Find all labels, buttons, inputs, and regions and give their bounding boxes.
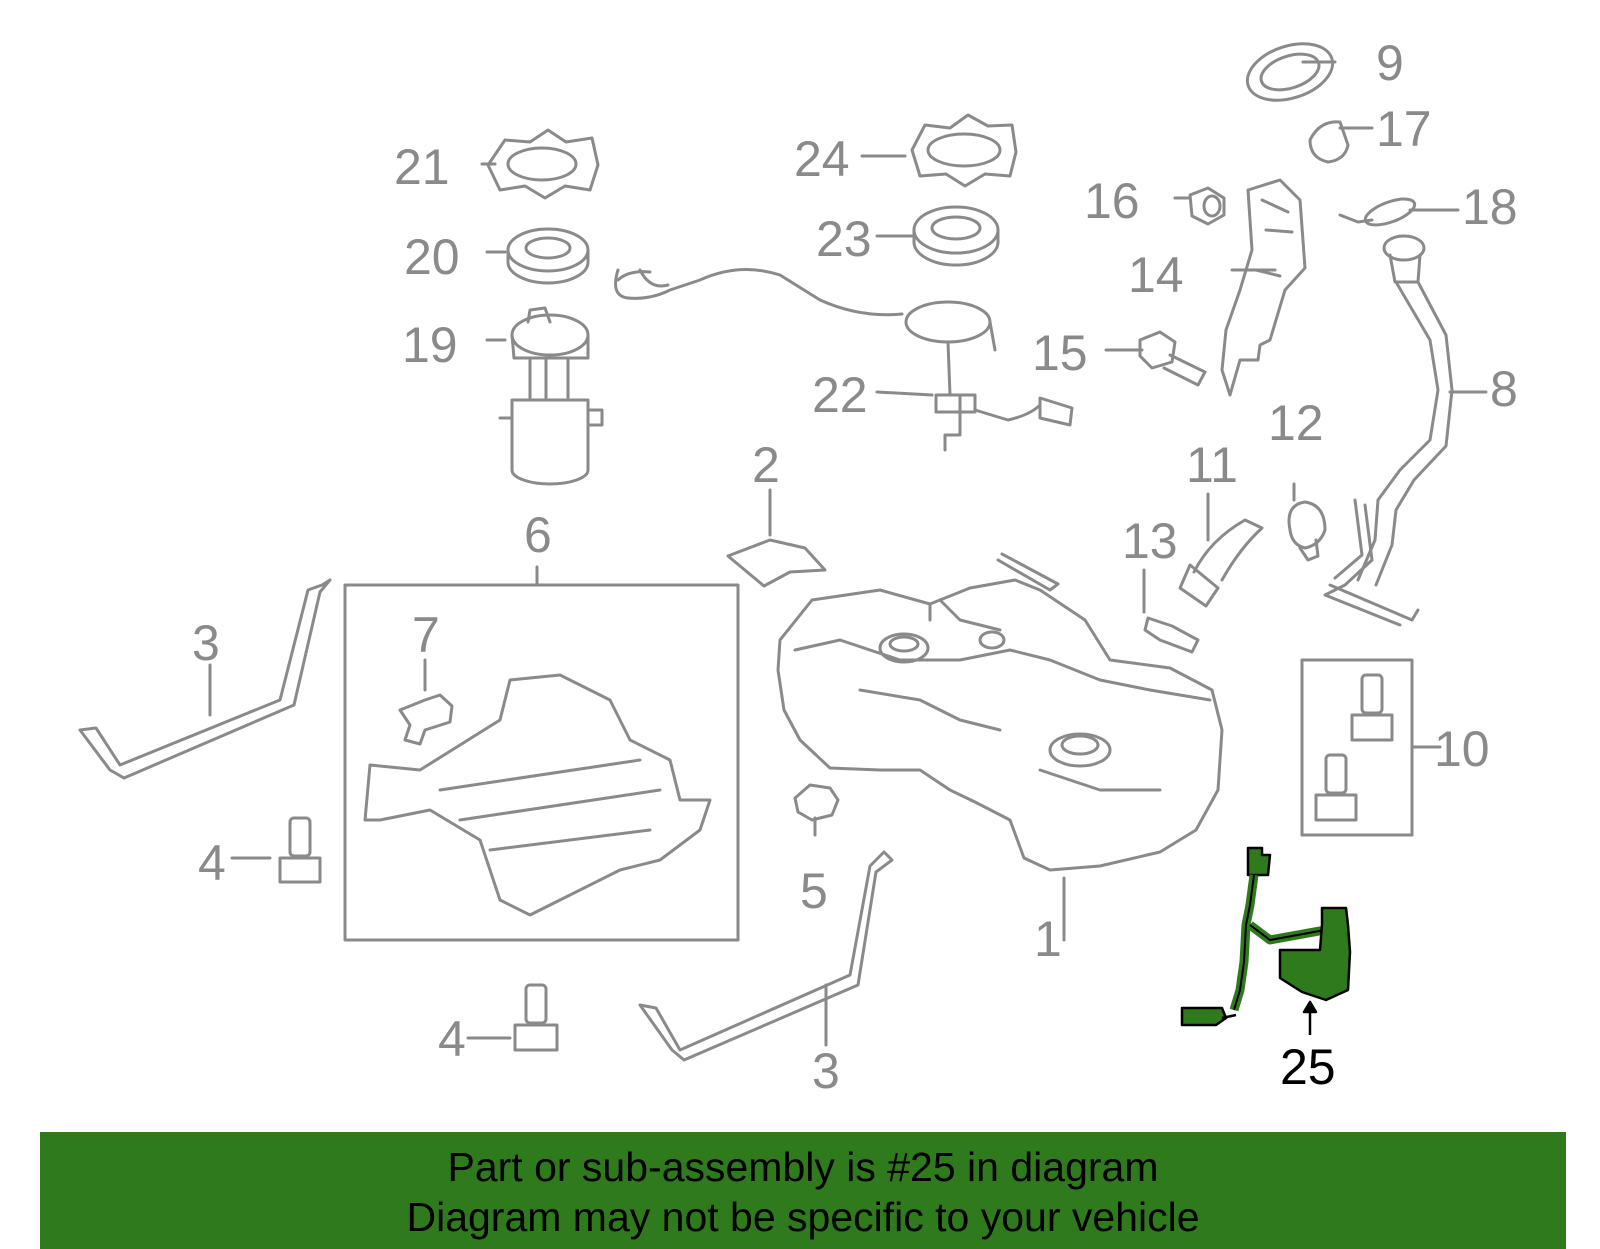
part-24-lock-ring <box>910 113 1018 188</box>
part-1-fuel-tank <box>776 552 1224 872</box>
part-3-strap-right <box>638 850 894 1062</box>
part-4-bolt-lower <box>513 983 559 1052</box>
label-part-1: 1 <box>1034 911 1062 967</box>
part-2-plate <box>726 538 827 588</box>
label-part-5: 5 <box>800 863 828 919</box>
part-13-clip <box>1143 616 1200 654</box>
part-6-skid-plate <box>343 583 740 942</box>
label-part-16: 16 <box>1084 173 1140 229</box>
leader-lines <box>208 60 1488 1047</box>
part-14-heat-shield <box>1220 178 1307 397</box>
label-part-22: 22 <box>812 367 868 423</box>
part-16-plug <box>1188 186 1226 226</box>
part-22-sender-unit <box>614 268 1074 452</box>
part-17-cap <box>1308 120 1350 164</box>
label-part-15: 15 <box>1032 325 1088 381</box>
part-12-clip <box>1287 500 1327 562</box>
label-part-3-right: 3 <box>812 1043 840 1099</box>
label-part-3-left: 3 <box>192 615 220 671</box>
label-part-17: 17 <box>1376 101 1432 157</box>
label-part-4-upper: 4 <box>198 835 226 891</box>
part-11-hose <box>1178 518 1264 608</box>
label-part-2: 2 <box>752 437 780 493</box>
part-labels: 1 2 3 3 4 4 5 6 7 8 9 10 11 12 13 14 15 … <box>192 35 1518 1099</box>
part-5-grommet <box>793 783 840 822</box>
part-19-fuel-pump <box>498 306 604 486</box>
label-part-20: 20 <box>404 229 460 285</box>
part-25-highlighted <box>1180 846 1352 1035</box>
part-8-filler-pipe <box>1323 234 1454 627</box>
part-6-box <box>343 583 740 942</box>
label-part-6: 6 <box>524 507 552 563</box>
part-20-seal <box>506 227 590 285</box>
label-part-4-lower: 4 <box>438 1011 466 1067</box>
label-part-7: 7 <box>412 607 440 663</box>
part-15-bolt <box>1138 330 1207 387</box>
label-part-14: 14 <box>1128 247 1184 303</box>
label-part-10: 10 <box>1434 721 1490 777</box>
part-23-seal <box>912 205 1000 267</box>
label-part-21: 21 <box>394 139 450 195</box>
banner-line-2: Diagram may not be specific to your vehi… <box>406 1194 1200 1240</box>
label-part-8: 8 <box>1490 361 1518 417</box>
part-18-clamp <box>1338 197 1417 227</box>
part-4-bolt-upper <box>278 816 322 884</box>
label-part-13: 13 <box>1122 513 1178 569</box>
part-7-bracket <box>398 693 454 746</box>
part-10-bolt-kit <box>1300 658 1414 837</box>
label-part-19: 19 <box>402 317 458 373</box>
part-21-lock-ring <box>486 128 600 200</box>
info-banner: Part or sub-assembly is #25 in diagram D… <box>40 1132 1566 1249</box>
banner-line-1: Part or sub-assembly is #25 in diagram <box>447 1144 1159 1190</box>
part-9-gasket <box>1245 42 1335 102</box>
label-part-24: 24 <box>794 131 850 187</box>
label-part-18: 18 <box>1462 179 1518 235</box>
label-part-12: 12 <box>1268 395 1324 451</box>
part-3-strap-left <box>78 578 332 780</box>
label-part-25: 25 <box>1280 1039 1336 1095</box>
label-part-11: 11 <box>1186 437 1238 493</box>
label-part-9: 9 <box>1376 35 1404 91</box>
label-part-23: 23 <box>816 211 872 267</box>
